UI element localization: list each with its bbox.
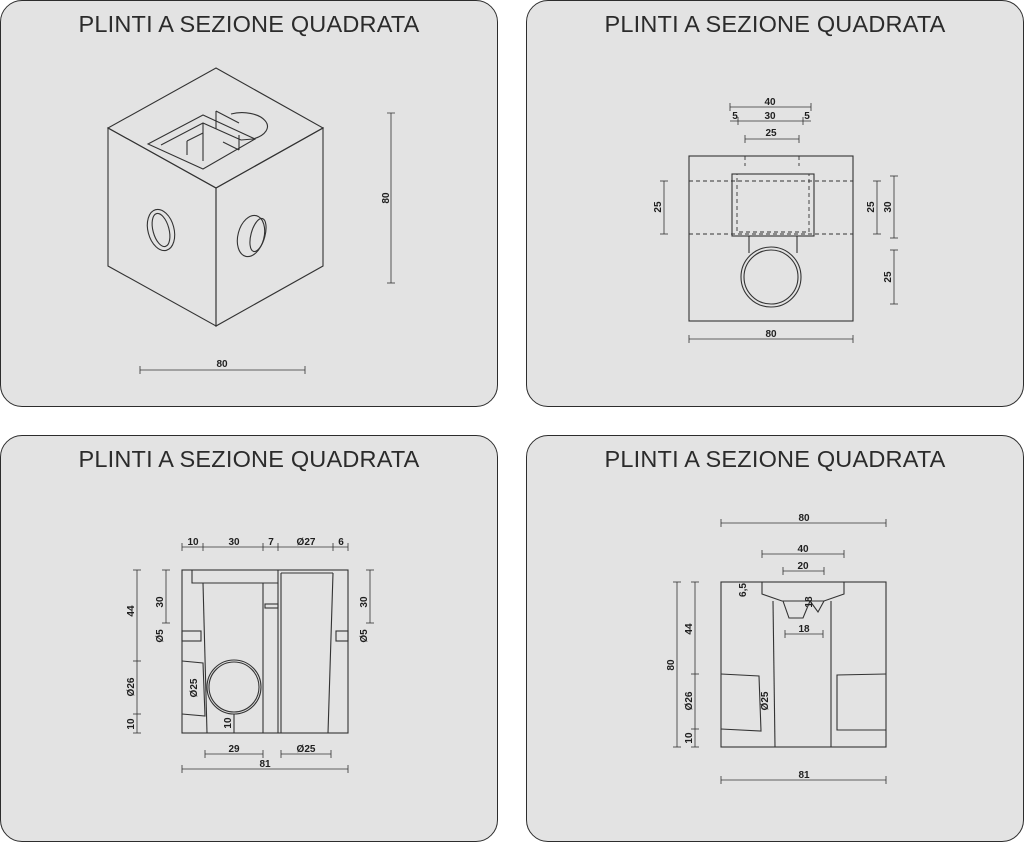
panel-plan: PLINTI A SEZIONE QUADRATA 40 5 30 5 25 2… [526,0,1024,407]
dim-left-44: 44 [126,605,137,617]
panel-title: PLINTI A SEZIONE QUADRATA [604,446,946,472]
panel-side-section: PLINTI A SEZIONE QUADRATA 80 40 20 6,5 1… [526,435,1024,842]
isometric-drawing: 80 80 [106,67,395,374]
dim-18-vertical: 18 [804,596,815,608]
pipe-opening-top [230,112,268,141]
dim-top-mid: 30 [764,111,776,122]
dim-top-a: 10 [187,537,199,548]
dim-right-d5: Ø5 [359,629,370,643]
dim-left-80: 80 [666,659,677,671]
dim-bottom: 80 [765,329,777,340]
pipe-circle [740,246,802,308]
dim-left-44: 44 [684,623,695,635]
dim-height: 80 [381,192,392,204]
dim-left-10: 10 [126,718,137,730]
dim-top-d: Ø27 [297,537,316,548]
dim-bottom-81: 81 [798,770,810,781]
dim-left-band: 25 [653,201,664,213]
dim-top-20: 20 [797,561,809,572]
dim-inner-10: 10 [223,717,234,729]
dim-top-80: 80 [798,513,810,524]
section-drawing: 10 30 7 Ø27 6 44 Ø26 10 30 Ø5 Ø25 10 30 … [126,537,374,773]
dim-top-c: 7 [268,537,274,548]
dim-left-d26: Ø26 [126,677,137,696]
side-section-drawing: 80 40 20 6,5 18 18 80 44 Ø26 10 Ø25 81 [666,513,887,784]
dim-right-box: 30 [883,201,894,213]
dim-18-horizontal: 18 [798,624,810,635]
dim-top-right: 5 [804,111,810,122]
dim-left-d26: Ø26 [684,691,695,710]
dim-top-40: 40 [797,544,809,555]
dim-inner-d25: Ø25 [760,691,771,710]
dim-left-d5: Ø5 [155,629,166,643]
plan-drawing: 40 5 30 5 25 25 25 30 25 80 [653,97,898,343]
dim-bottom-81: 81 [259,759,271,770]
dim-right-pipe: 25 [883,271,894,283]
left-side-hole [146,208,176,252]
dim-top-left: 5 [732,111,738,122]
panel-title: PLINTI A SEZIONE QUADRATA [604,11,946,37]
dim-left-30: 30 [155,596,166,608]
pipe-circle [206,659,262,715]
panel-section: PLINTI A SEZIONE QUADRATA 10 30 7 Ø27 6 [0,435,498,842]
dim-bottom-d25: Ø25 [297,744,316,755]
dim-width: 80 [216,359,228,370]
dim-inner-d25: Ø25 [189,678,200,697]
section-outline [181,569,349,734]
panel-isometric: PLINTI A SEZIONE QUADRATA 80 80 [0,0,498,407]
dim-6-5: 6,5 [738,583,749,597]
dim-top-b: 30 [228,537,240,548]
side-outline [720,581,887,748]
dim-top-total: 40 [764,97,776,108]
dim-right-30: 30 [359,596,370,608]
cube-right-face [215,127,324,327]
panel-title: PLINTI A SEZIONE QUADRATA [78,446,420,472]
dim-bottom-29: 29 [228,744,240,755]
dim-right-band: 25 [866,201,877,213]
dim-top-e: 6 [338,537,344,548]
cube-left-face [107,127,217,327]
inner-box [731,173,815,237]
dim-left-10: 10 [684,732,695,744]
plan-outline [688,155,854,322]
panel-title: PLINTI A SEZIONE QUADRATA [78,11,420,37]
dim-inner: 25 [765,128,777,139]
